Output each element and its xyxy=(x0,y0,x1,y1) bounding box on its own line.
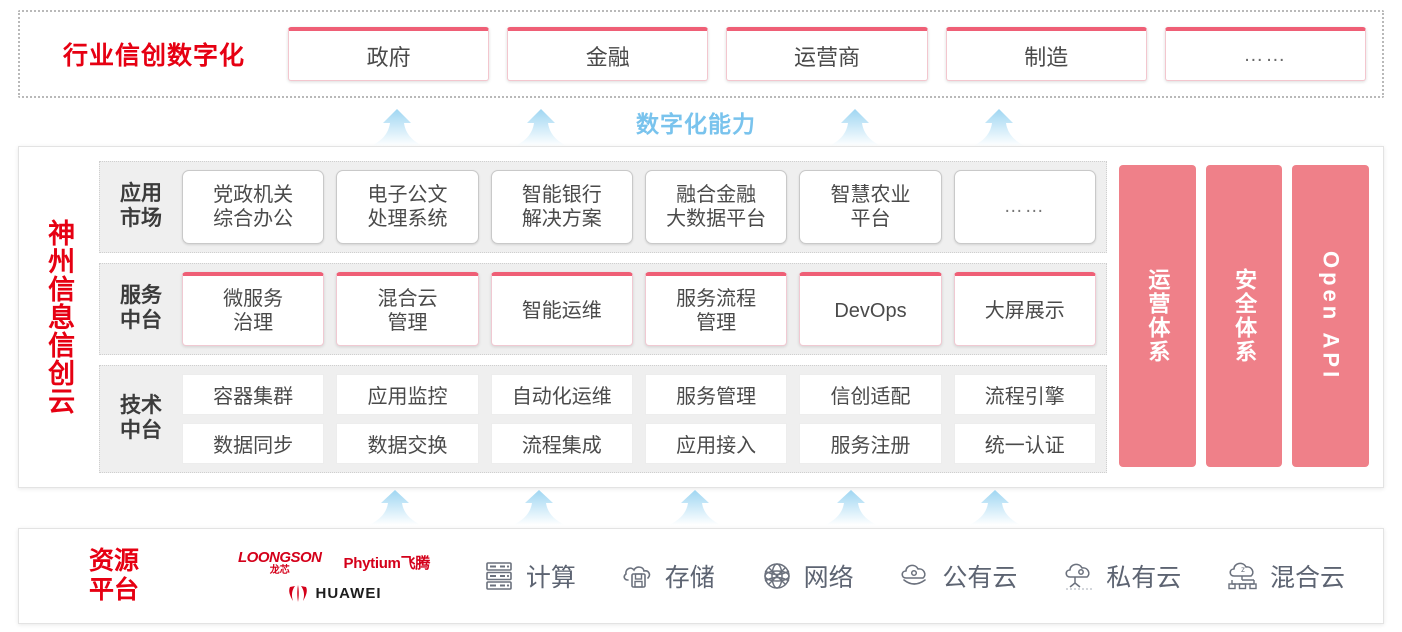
service-tile-devops[interactable]: DevOps xyxy=(799,272,942,346)
up-arrow-icon xyxy=(969,490,1021,525)
resource-item-label: 网络 xyxy=(803,564,854,592)
service-tile-list: 微服务 治理 混合云 管理 智能运维 xyxy=(182,272,1096,346)
resource-item-label: 存储 xyxy=(664,564,715,592)
capability-arrow-band: 数字化能力 xyxy=(0,100,1402,148)
app-tile-finance-bigdata[interactable]: 融合金融 大数据平台 xyxy=(644,170,788,244)
tech-tile-process-integration[interactable]: 流程集成 xyxy=(490,423,633,464)
industry-tile-manufacturing[interactable]: 制造 xyxy=(945,27,1147,81)
resource-item-compute[interactable]: 计算 xyxy=(481,558,576,594)
service-tile-process-mgmt[interactable]: 服务流程 管理 xyxy=(644,272,788,346)
huawei-flower-icon xyxy=(288,584,307,602)
capability-label: 数字化能力 xyxy=(636,111,756,137)
resource-platform-card: 资源 平台 LOONGSON 龙芯 Phytium飞腾 HUAWEI xyxy=(18,528,1384,624)
hybrid-cloud-icon: z xyxy=(1228,562,1257,590)
layer-tech-platform-label: 技术 中台 xyxy=(120,394,162,442)
up-arrow-icon xyxy=(829,109,881,146)
up-arrow-icon xyxy=(513,490,565,525)
industry-tile-telecom[interactable]: 运营商 xyxy=(726,27,928,81)
tech-tile-data-sync[interactable]: 数据同步 xyxy=(182,423,325,464)
svg-text:z: z xyxy=(1241,565,1245,574)
resource-item-label: 公有云 xyxy=(942,564,1018,592)
service-tile-hybrid-cloud-mgmt[interactable]: 混合云 管理 xyxy=(336,272,479,346)
network-globe-icon xyxy=(763,563,790,589)
public-cloud-icon xyxy=(901,564,927,585)
up-arrow-icon xyxy=(369,490,421,525)
layer-service-platform-label: 服务 中台 xyxy=(120,284,162,332)
service-tile-bigscreen[interactable]: 大屏展示 xyxy=(953,272,1096,346)
server-icon xyxy=(486,562,512,590)
tech-tile-app-access[interactable]: 应用接入 xyxy=(644,423,788,464)
cloud-vertical-title: 神州信息信创云 xyxy=(19,147,99,487)
app-tile-edoc-system[interactable]: 电子公文 处理系统 xyxy=(336,170,479,244)
loongson-logo: LOONGSON 龙芯 xyxy=(238,548,322,576)
service-tile-microservice-governance[interactable]: 微服务 治理 xyxy=(182,272,325,346)
pillar-operations-system[interactable]: 运营体系 xyxy=(1119,165,1196,467)
private-cloud-icon xyxy=(1065,563,1093,590)
industry-band-title: 行业信创数字化 xyxy=(62,42,245,70)
tech-tile-row: 数据同步 数据交换 流程集成 应用接入 服务注册 统一认证 xyxy=(182,423,1096,464)
up-arrow-icon xyxy=(973,109,1025,146)
cloud-storage-icon xyxy=(623,566,650,588)
vendor-logo-row: LOONGSON 龙芯 Phytium飞腾 xyxy=(238,550,430,576)
resource-item-network[interactable]: 网络 xyxy=(759,558,854,594)
cloud-vertical-title-text: 神州信息信创云 xyxy=(44,219,75,415)
tech-tile-automated-ops[interactable]: 自动化运维 xyxy=(490,374,633,415)
tech-tile-container-cluster[interactable]: 容器集群 xyxy=(182,374,325,415)
phytium-logo: Phytium飞腾 xyxy=(343,555,431,572)
cloud-card-body: 应用 市场 党政机关 综合办公 电子公文 xyxy=(99,147,1383,487)
tech-tile-unified-auth[interactable]: 统一认证 xyxy=(953,423,1096,464)
resource-item-label: 混合云 xyxy=(1270,564,1346,592)
app-tile-smart-agriculture[interactable]: 智慧农业 平台 xyxy=(799,170,942,244)
industry-tile-finance[interactable]: 金融 xyxy=(507,27,709,81)
tech-tile-process-engine[interactable]: 流程引擎 xyxy=(953,374,1096,415)
layer-app-market: 应用 市场 党政机关 综合办公 电子公文 xyxy=(99,161,1107,253)
industry-tile-government[interactable]: 政府 xyxy=(288,27,490,81)
resource-platform-title: 资源 平台 xyxy=(88,547,139,604)
service-tile-smart-ops[interactable]: 智能运维 xyxy=(490,272,633,346)
tech-tile-data-exchange[interactable]: 数据交换 xyxy=(336,423,479,464)
up-arrow-icon xyxy=(825,490,877,525)
industry-tile-more[interactable]: …… xyxy=(1164,27,1367,81)
app-tile-more[interactable]: …… xyxy=(953,170,1096,244)
pillar-list: 运营体系 安全体系 Open API xyxy=(1119,161,1370,473)
vendor-logo-list: LOONGSON 龙芯 Phytium飞腾 HUAWEI xyxy=(209,550,459,603)
vendor-logo-row: HUAWEI xyxy=(287,584,382,603)
layer-app-market-label: 应用 市场 xyxy=(120,182,162,230)
resource-item-private-cloud[interactable]: 私有云 xyxy=(1061,558,1181,594)
resource-item-storage[interactable]: 存储 xyxy=(620,558,715,594)
resource-item-public-cloud[interactable]: 公有云 xyxy=(897,558,1017,594)
tech-tile-service-mgmt[interactable]: 服务管理 xyxy=(644,374,788,415)
layer-service-platform: 服务 中台 微服务 治理 混合云 管 xyxy=(99,263,1107,355)
industry-tile-list: 政府 金融 运营商 制造 …… xyxy=(288,27,1382,81)
resource-item-label: 计算 xyxy=(525,564,576,592)
up-arrow-icon xyxy=(515,109,567,146)
resource-arrow-band xyxy=(0,487,1402,527)
resource-item-label: 私有云 xyxy=(1106,564,1182,592)
up-arrow-icon xyxy=(669,490,721,525)
up-arrow-icon xyxy=(371,109,423,146)
app-tile-smart-bank[interactable]: 智能银行 解决方案 xyxy=(490,170,633,244)
tech-tile-app-monitoring[interactable]: 应用监控 xyxy=(336,374,479,415)
huawei-logo: HUAWEI xyxy=(287,584,382,603)
tech-tile-row: 容器集群 应用监控 自动化运维 服务管理 信创适配 流程引擎 xyxy=(182,374,1096,415)
cloud-platform-card: 神州信息信创云 应用 市场 党政机关 综合办公 xyxy=(18,146,1384,488)
layer-tech-platform: 技术 中台 容器集群 应用监控 自动化运维 服务管理 信创适配 流程引擎 xyxy=(99,365,1107,473)
tech-tile-service-registry[interactable]: 服务注册 xyxy=(799,423,942,464)
resource-item-list: 计算 存储 xyxy=(459,558,1383,594)
resource-item-hybrid-cloud[interactable]: z 混合云 xyxy=(1225,558,1345,594)
pillar-security-system[interactable]: 安全体系 xyxy=(1205,165,1283,467)
app-tile-government-office[interactable]: 党政机关 综合办公 xyxy=(182,170,325,244)
tech-tile-grid: 容器集群 应用监控 自动化运维 服务管理 信创适配 流程引擎 数据同步 数据交换… xyxy=(182,374,1096,464)
tech-tile-xinchuang-adaption[interactable]: 信创适配 xyxy=(799,374,942,415)
app-market-tile-list: 党政机关 综合办公 电子公文 处理系统 智能银行 xyxy=(182,170,1096,244)
industry-band: 行业信创数字化 政府 金融 运营商 制造 …… xyxy=(18,10,1384,98)
cloud-layer-stack: 应用 市场 党政机关 综合办公 电子公文 xyxy=(99,161,1107,473)
pillar-open-api[interactable]: Open API xyxy=(1292,165,1370,467)
